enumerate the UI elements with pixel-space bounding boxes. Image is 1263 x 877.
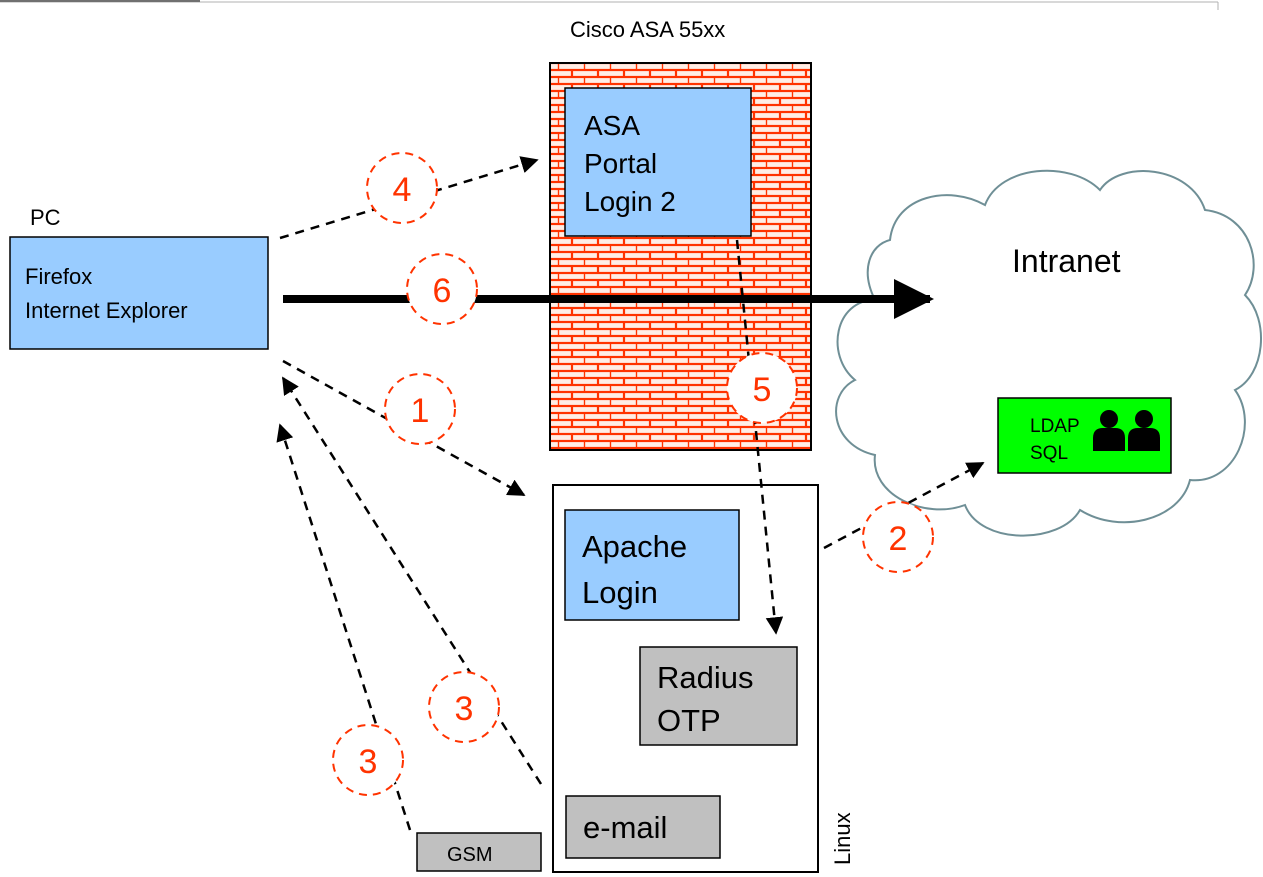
asa-portal-line1: ASA xyxy=(584,110,640,141)
browser-box xyxy=(9,236,269,350)
intranet-label: Intranet xyxy=(1012,243,1121,279)
step-markers: 1 2 3 3 4 5 6 xyxy=(332,152,934,796)
step1-arrow xyxy=(282,359,526,497)
step1-circle xyxy=(384,373,456,445)
ldap-label: LDAP xyxy=(1030,416,1080,437)
step2-arrow xyxy=(823,461,985,550)
asa-portal-line2: Portal xyxy=(584,148,657,179)
sql-label: SQL xyxy=(1030,443,1068,464)
email-label: e-mail xyxy=(583,810,667,845)
pc-label: PC xyxy=(30,205,61,230)
step6-circle xyxy=(406,253,478,325)
apache-login-box xyxy=(564,509,740,621)
step4-number: 4 xyxy=(393,171,412,209)
asa-title: Cisco ASA 55xx xyxy=(570,17,725,42)
step5-arrow xyxy=(735,239,784,635)
browser-line2: Internet Explorer xyxy=(25,298,188,323)
radius-otp-box xyxy=(639,646,798,746)
step2-number: 2 xyxy=(889,520,908,558)
step1-number: 1 xyxy=(411,392,430,430)
radius-line1: Radius xyxy=(657,660,754,695)
step2-circle xyxy=(862,501,934,573)
step5-number: 5 xyxy=(753,371,772,409)
gsm-box xyxy=(416,832,542,872)
linux-label: Linux xyxy=(830,812,855,865)
email-box xyxy=(565,795,721,859)
step3a-number: 3 xyxy=(455,690,474,728)
apache-line1: Apache xyxy=(582,529,687,564)
apache-line2: Login xyxy=(582,575,658,610)
step3a-circle xyxy=(428,671,500,743)
step4-circle xyxy=(366,152,438,224)
radius-line2: OTP xyxy=(657,703,721,738)
users-icon xyxy=(1093,410,1160,451)
asa-portal-box xyxy=(564,87,752,237)
asa-portal-line3: Login 2 xyxy=(584,186,676,217)
browser-line1: Firefox xyxy=(25,264,92,289)
step5-circle xyxy=(726,352,798,424)
step3-email-arrow xyxy=(281,376,543,785)
gsm-label: GSM xyxy=(447,844,493,866)
intranet-cloud xyxy=(835,169,1262,537)
step3b-number: 3 xyxy=(359,743,378,781)
step3b-circle xyxy=(332,724,404,796)
step6-number: 6 xyxy=(433,272,452,310)
